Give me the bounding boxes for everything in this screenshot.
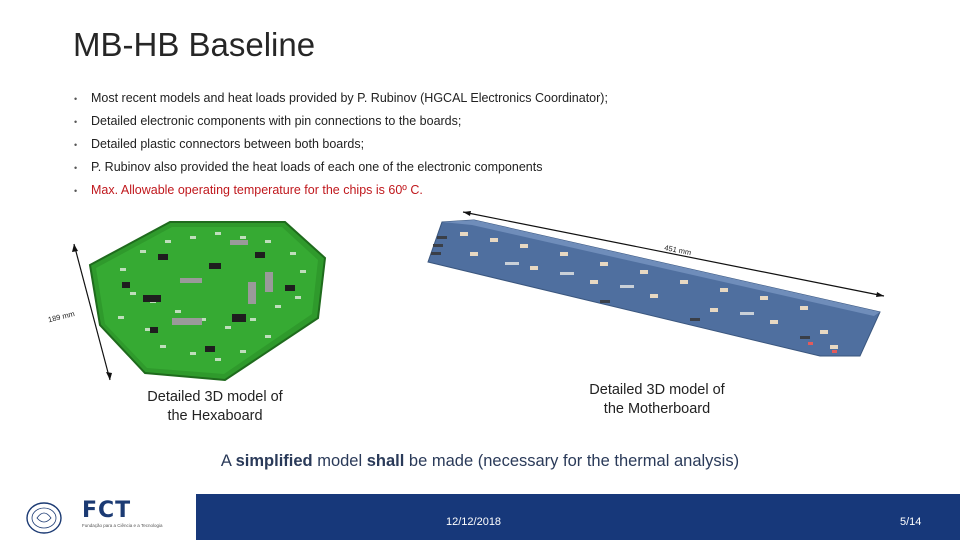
bullet-item-emphasis: • Max. Allowable operating temperature fo… bbox=[74, 179, 608, 202]
bullet-text: P. Rubinov also provided the heat loads … bbox=[91, 160, 543, 174]
simplified-model-statement: A simplified model shall be made (necess… bbox=[0, 452, 960, 471]
caption-line: the Motherboard bbox=[603, 401, 711, 417]
statement-bold: shall bbox=[366, 452, 405, 470]
bullet-item: • Most recent models and heat loads provi… bbox=[74, 87, 608, 110]
bullet-icon: • bbox=[74, 140, 78, 150]
motherboard-caption: Detailed 3D model of the Motherboard bbox=[572, 381, 742, 419]
university-seal-icon bbox=[26, 502, 62, 534]
bullet-icon: • bbox=[74, 117, 78, 127]
bullet-icon: • bbox=[74, 163, 78, 173]
footer-date: 12/12/2018 bbox=[446, 516, 502, 528]
statement-text: be made (necessary for the thermal analy… bbox=[404, 452, 740, 470]
statement-text: model bbox=[312, 452, 367, 470]
fct-logo-subtext: Fundação para a Ciência e a Tecnologia bbox=[82, 523, 163, 528]
board-models-figure: 189 mm 451 mm bbox=[47, 211, 885, 382]
slide-title: MB-HB Baseline bbox=[73, 26, 316, 63]
fct-logo-text: FCT bbox=[82, 498, 132, 523]
hexaboard-caption: Detailed 3D model of the Hexaboard bbox=[130, 388, 300, 426]
footer-page-number: 5/14 bbox=[900, 516, 922, 528]
footer-logo-area bbox=[0, 494, 196, 540]
bullet-text: Detailed plastic connectors between both… bbox=[91, 137, 365, 151]
bullet-text: Most recent models and heat loads provid… bbox=[91, 91, 608, 105]
bullet-list: • Most recent models and heat loads provi… bbox=[74, 87, 608, 202]
hexaboard-dimension-label: 189 mm bbox=[47, 309, 75, 324]
hexaboard-model bbox=[88, 221, 327, 382]
statement-bold: simplified bbox=[235, 452, 313, 470]
caption-line: the Hexaboard bbox=[167, 408, 263, 424]
caption-line: Detailed 3D model of bbox=[147, 389, 283, 405]
motherboard-model bbox=[427, 219, 881, 357]
bullet-icon: • bbox=[74, 94, 78, 104]
bullet-item: • Detailed electronic components with pin… bbox=[74, 110, 608, 133]
hexaboard-dimension-arrow bbox=[73, 243, 111, 381]
caption-line: Detailed 3D model of bbox=[589, 382, 725, 398]
bullet-icon: • bbox=[74, 186, 78, 196]
bullet-item: • P. Rubinov also provided the heat loads… bbox=[74, 156, 608, 179]
bullet-text: Detailed electronic components with pin … bbox=[91, 114, 462, 128]
bullet-item: • Detailed plastic connectors between bot… bbox=[74, 133, 608, 156]
bullet-text: Max. Allowable operating temperature for… bbox=[91, 183, 423, 197]
statement-text: A bbox=[220, 452, 236, 470]
motherboard-dimension-arrow bbox=[462, 211, 885, 297]
